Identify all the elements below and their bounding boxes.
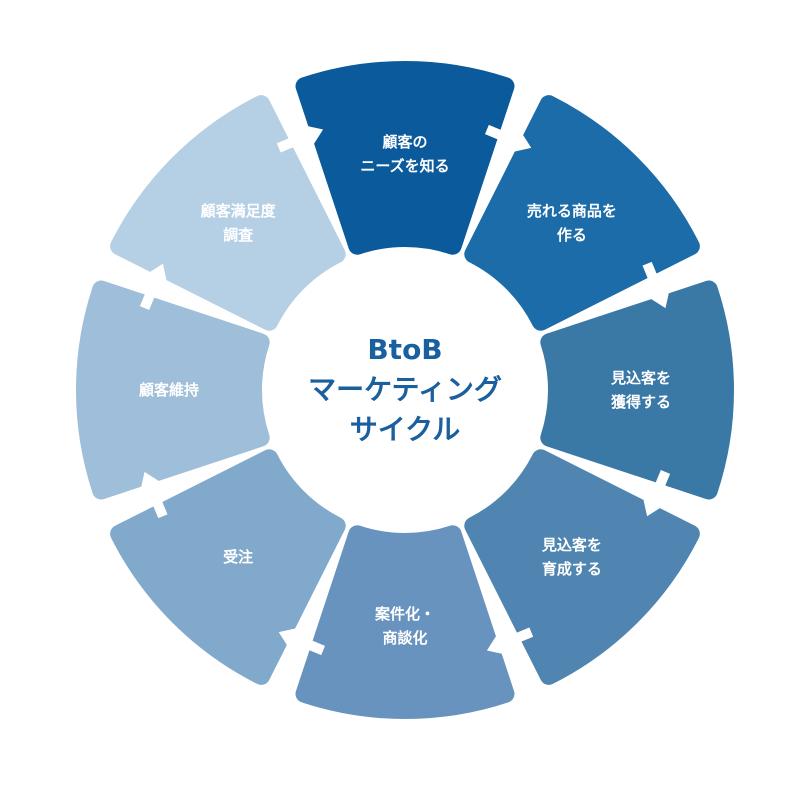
segment-product [464,95,700,331]
center-title-line: BtoB [367,333,442,366]
segment-label-product: 作る [557,226,587,244]
segment-deal [295,525,515,719]
segment-label-acquire: 見込客を [610,369,671,387]
cycle-arrow [139,471,168,519]
arrow-shape [278,626,325,656]
cycle-arrow [278,626,325,656]
arrow-shape [276,124,324,153]
segment-needs [295,61,515,255]
segment-nurture [464,449,700,685]
center-title-line: サイクル [350,413,461,446]
cycle-arrow [641,470,671,517]
segment-label-retention: 顧客維持 [139,381,199,399]
segment-label-nurture: 育成する [542,560,602,578]
segment-label-deal: 案件化・ [374,605,435,623]
arrow-shape [486,627,534,656]
segment-label-needs: ニーズを知る [360,157,449,175]
arrow-shape [485,124,532,154]
center-title-line: マーケティング [308,373,502,406]
cycle-arrow [485,124,532,154]
cycle-arrow [276,124,324,153]
segment-label-needs: 顧客の [382,133,427,151]
segment-satisfaction [110,95,346,331]
arrow-shape [139,263,169,310]
cycle-segments: 顧客のニーズを知る売れる商品を作る見込客を獲得する見込客を育成する案件化・商談化… [76,61,734,719]
arrow-shape [641,470,671,517]
segment-order [110,449,346,685]
segment-label-nurture: 見込客を [541,536,602,554]
segment-label-satisfaction: 顧客満足度 [201,202,277,220]
cycle-arrow [486,627,534,656]
cycle-arrow [139,263,169,310]
cycle-arrow [642,261,671,309]
segment-label-satisfaction: 調査 [223,226,254,244]
segment-label-deal: 商談化 [382,629,427,647]
segment-retention [76,280,270,500]
cycle-arrows [139,124,671,656]
segment-label-acquire: 獲得する [611,393,671,411]
arrow-shape [139,471,168,519]
segment-label-product: 売れる商品を [527,202,617,220]
arrow-shape [642,261,671,309]
segment-acquire [540,280,734,500]
segment-label-order: 受注 [223,548,253,566]
